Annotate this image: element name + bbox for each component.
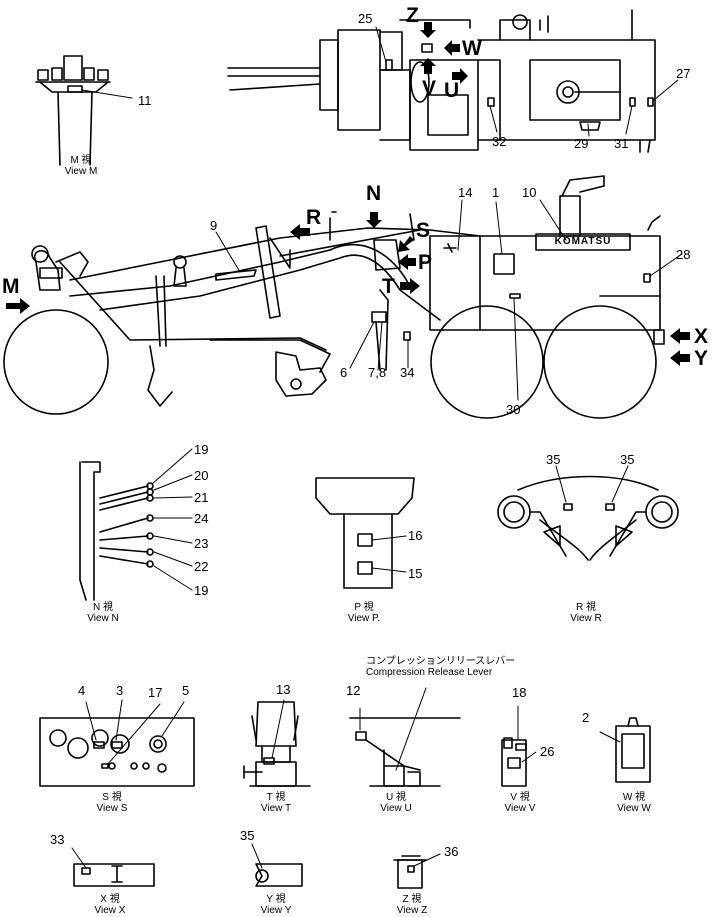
view-p-drawing [315,477,415,589]
callout-34: 34 [400,365,415,380]
view-arrows-main [6,212,690,366]
callout-28: 28 [676,247,691,262]
callout-6: 6 [340,365,348,380]
callout-5: 5 [182,683,190,698]
callout-30: 30 [506,402,521,417]
view-t-drawing [243,699,311,787]
callout-29: 29 [574,136,589,151]
leaders-main [215,199,683,401]
callout-3: 3 [116,683,124,698]
view-x-drawing [71,847,155,887]
view-letter-w: W [462,37,482,60]
callout-24: 24 [194,511,209,526]
compression-release-label-jp: コンプレッションリリースレバー [366,656,516,667]
callout-12: 12 [346,683,361,698]
callout-10: 10 [522,185,537,200]
motor-grader-side-view [3,175,665,419]
callout-4: 4 [78,683,86,698]
callout-32: 32 [492,134,507,149]
view-y-drawing [251,843,303,887]
callout-20: 20 [194,468,209,483]
callout-25: 25 [358,11,373,26]
view-letter-x: X [694,325,709,348]
callout-15: 15 [408,566,423,581]
callout-19-top: 19 [194,442,209,457]
view-letter-n: N [366,182,382,205]
callout-14: 14 [458,185,473,200]
callout-27: 27 [676,66,691,81]
view-letter-m: M [2,275,20,298]
brand-plate: KOMATSU [554,236,612,247]
callout-1: 1 [492,185,500,200]
leaders-top [375,26,679,137]
view-letter-u: U [444,79,460,102]
view-letter-y: Y [694,347,709,370]
callout-22: 22 [194,559,209,574]
callout-7-8: 7,8 [368,365,387,380]
view-letter-v: V [422,77,437,100]
view-s-drawing [39,699,195,787]
callout-21: 21 [194,490,209,505]
callout-31: 31 [614,136,629,151]
callout-35-left: 35 [546,452,561,467]
callout-33: 33 [50,832,65,847]
view-w-drawing [599,717,651,783]
callout-16: 16 [408,528,423,543]
callout-17: 17 [148,685,163,700]
view-letter-p: P [418,251,433,274]
callout-2: 2 [582,710,590,725]
view-z-drawing [393,853,441,889]
callout-19-bottom: 19 [194,583,209,598]
callout-26: 26 [540,744,555,759]
callout-18: 18 [512,685,527,700]
callout-11: 11 [138,93,152,108]
leaders-n [151,448,193,591]
view-r-drawing [497,465,679,561]
callout-36: 36 [444,844,459,859]
view-letter-z: Z [406,4,419,27]
callout-23: 23 [194,536,209,551]
view-arrows-top [420,22,468,84]
view-u-drawing [349,687,461,787]
view-n-drawing [79,461,154,601]
compression-release-label-en: Compression Release Lever [366,667,493,678]
callout-13: 13 [276,682,291,697]
callout-35-right: 35 [620,452,635,467]
view-letter-s: S [416,219,431,242]
view-v-drawing [501,705,537,787]
view-letter-r: R [306,206,322,229]
rear-top-view [227,9,656,153]
callout-9: 9 [210,218,218,233]
view-m-drawing [35,55,133,166]
view-letter-t: T [382,275,395,298]
callout-35-view-y: 35 [240,828,255,843]
